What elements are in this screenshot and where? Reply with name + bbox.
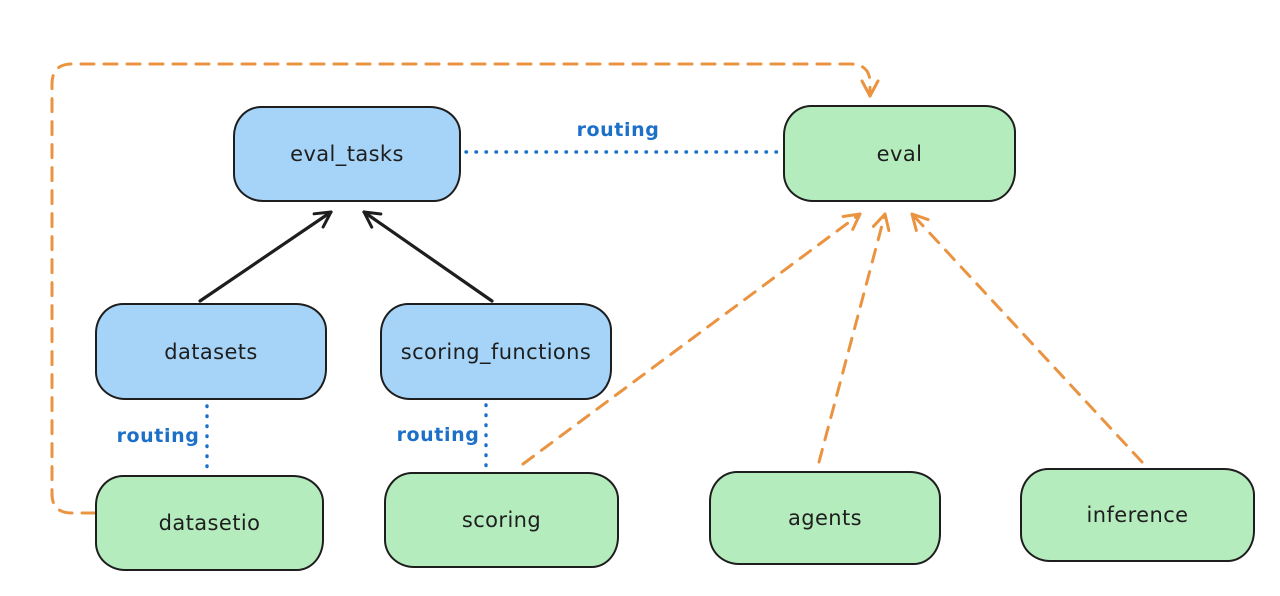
node-eval: eval (783, 105, 1016, 202)
node-agents-label: agents (787, 506, 862, 530)
node-inference-label: inference (1086, 503, 1189, 527)
node-eval-tasks: eval_tasks (233, 106, 461, 202)
node-datasetio: datasetio (95, 475, 324, 571)
edge-scoring-functions-to-eval-tasks (362, 210, 494, 303)
node-scoring-functions-label: scoring_functions (400, 339, 592, 364)
node-scoring: scoring (384, 472, 619, 568)
node-eval-tasks-label: eval_tasks (290, 142, 404, 166)
edge-agents-to-eval (817, 212, 891, 464)
node-eval-label: eval (876, 141, 923, 166)
edge-label-routing-scoring-functions-scoring: routing (396, 424, 480, 446)
node-scoring-functions: scoring_functions (380, 303, 612, 400)
node-inference: inference (1020, 468, 1255, 562)
edge-datasets-to-eval-tasks (198, 210, 333, 303)
node-datasets: datasets (95, 303, 327, 400)
edge-label-routing-datasets-datasetio: routing (116, 425, 200, 447)
node-datasetio-label: datasetio (158, 511, 261, 535)
edge-inference-to-eval (910, 212, 1144, 464)
node-agents: agents (709, 471, 941, 565)
edge-label-routing-eval-tasks-eval: routing (576, 119, 660, 141)
node-scoring-label: scoring (461, 508, 542, 532)
node-datasets-label: datasets (164, 339, 258, 364)
